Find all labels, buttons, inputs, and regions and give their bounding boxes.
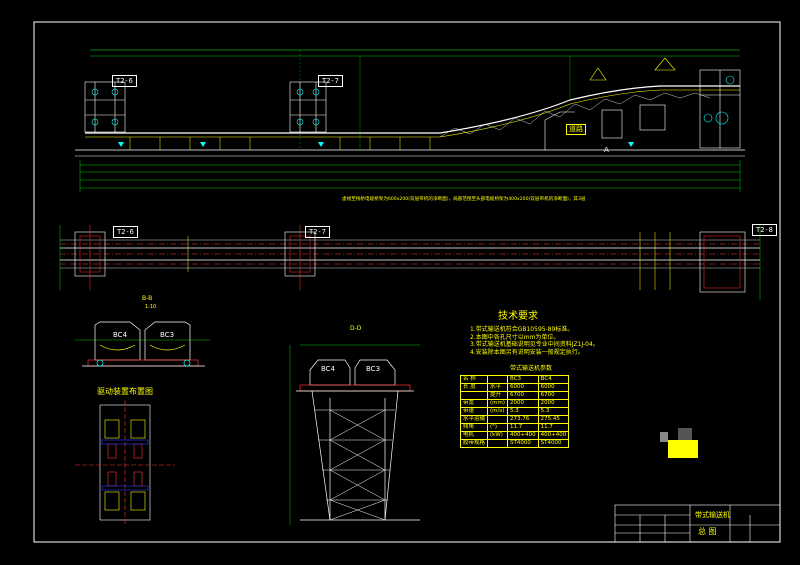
params-cell: 6000 [537,383,570,392]
drawing-title: 带式输送机 [695,511,730,519]
elevation-view [75,49,745,192]
params-cell: 273.76 [507,415,539,424]
params-cell: 提升 [487,391,509,400]
drive-layout-view [75,400,175,525]
params-cell: 名 称 [459,375,489,384]
params-cell: BC4 [537,375,570,384]
params-cell: (m/s) [487,407,509,416]
belt-label-bc3-dd: BC3 [366,365,381,373]
belt-label-bc4-dd: BC4 [321,365,336,373]
section-letter-a: A [604,146,609,154]
road-label: 道路 [566,124,586,135]
belt-label-bc4-bb: BC4 [113,331,128,339]
params-cell: 电机 [459,431,489,440]
section-bb-title: B-B [142,295,153,302]
params-cell: 水平 [487,383,509,392]
params-cell: 胶带规格 [459,439,489,448]
section-bb-scale: 1:10 [145,304,157,310]
params-cell [487,375,509,384]
params-cell: 长 度 [459,383,489,392]
tag-t2-7-plan: T2-7 [305,226,330,238]
section-dd-view [289,344,420,525]
params-cell: 5.3 [507,407,539,416]
params-cell: 2000 [507,399,539,408]
params-cell: 带速 [459,407,489,416]
tag-t2-6-plan: T2-6 [113,226,138,238]
params-cell: 倾角 [459,423,489,432]
title-block [614,504,781,543]
params-cell: (°) [487,423,509,432]
params-cell [487,439,509,448]
section-dd-title: D-D [350,325,362,332]
params-cell [487,415,509,424]
tag-t2-8-plan: T2-8 [752,224,777,236]
params-cell: 5.3 [537,407,570,416]
drive-layout-title: 驱动装置布置图 [97,387,153,396]
drawing-subtitle: 总 图 [698,527,717,536]
plan-view [59,225,761,300]
tag-t2-7-elevation: T2-7 [318,75,343,87]
tech-note-1: 1.带式输送机符合GB10595-89标准。 [470,326,574,333]
params-cell: 水平运输 [459,415,489,424]
params-cell: 2000 [537,399,570,408]
elevation-note: 虚线至栈桥电缆桥架为600x200(双层带机的净断面)，局部范围至头部电缆桥架为… [342,197,586,202]
params-cell: BC3 [507,375,539,384]
params-cell: (mm) [487,399,509,408]
params-cell: 6700 [507,391,539,400]
params-cell: 400+400 [507,431,539,440]
params-cell: 400+400 [537,431,570,440]
params-cell: 6000 [507,383,539,392]
belt-label-bc3-bb: BC3 [160,331,175,339]
tech-notes: 1.带式输送机符合GB10595-89标准。 2.本图中各孔尺寸以mm为单位。 … [470,326,599,356]
drawing-frame [33,21,781,543]
tech-note-3: 3.带式输送机基础说明见专业中间资料JZ1J-04。 [470,341,599,348]
params-cell [459,391,489,400]
params-cell: ST4000 [507,439,539,448]
tech-note-2: 2.本图中各孔尺寸以mm为单位。 [470,333,560,341]
tech-note-4: 4.安装除本图另有说明安装一般规定执行。 [470,348,584,356]
params-cell: 11.7 [507,423,539,432]
params-title: 带式输送机参数 [510,365,553,372]
yellow-fill-block [668,440,698,458]
params-cell: ST4000 [537,439,570,448]
section-bb-view [75,321,210,367]
params-cell: (kW) [487,431,509,440]
tech-title: 技术要求 [498,311,538,322]
params-cell: 6700 [537,391,570,400]
params-cell: 275.45 [537,415,570,424]
params-cell: 带宽 [459,399,489,408]
grey-fill-block [678,428,692,440]
params-cell: 11.7 [537,423,570,432]
tag-t2-6-elevation: T2-6 [112,75,137,87]
